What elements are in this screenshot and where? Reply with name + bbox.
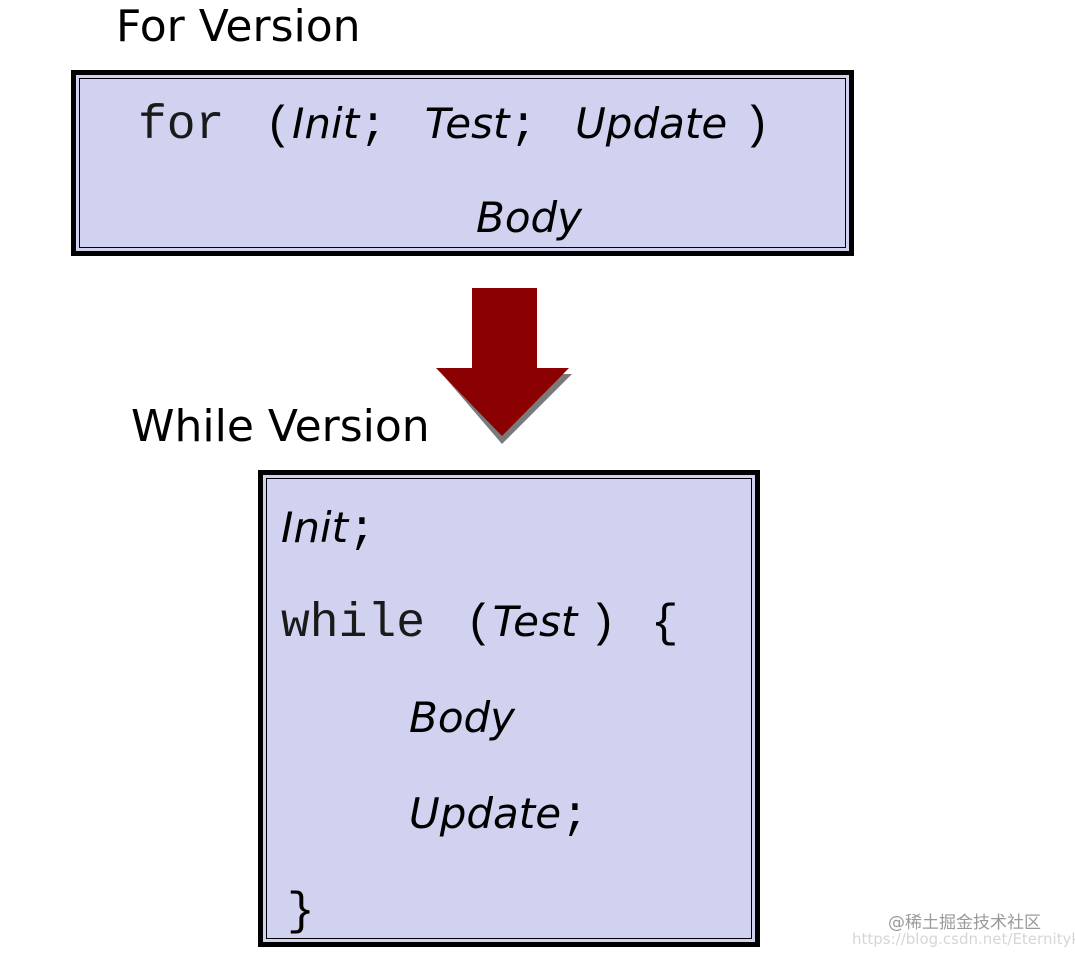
watermark-url: https://blog.csdn.net/Eternitykc (852, 930, 1075, 948)
for-body: Body (476, 193, 583, 242)
while-body: Body (409, 693, 516, 742)
while-init-semicolon: ; (348, 504, 376, 556)
for-open-paren: ( (264, 100, 293, 152)
for-update: Update (575, 99, 728, 148)
while-close-brace: } (287, 886, 315, 938)
while-test: Test (492, 597, 578, 646)
while-body-line: Body (409, 693, 515, 739)
for-semicolon-1: ; (359, 100, 387, 152)
for-semicolon-2: ; (509, 100, 538, 152)
while-header-line: while (Test) { (281, 597, 679, 648)
while-keyword: while (281, 597, 426, 651)
for-test: Test (424, 99, 510, 148)
while-init: Init (281, 503, 349, 552)
while-update-line: Update; (409, 789, 589, 842)
for-close-paren: ) (743, 100, 771, 152)
for-body-line: Body (476, 193, 582, 239)
for-version-heading: For Version (116, 1, 361, 52)
down-arrow-shape (436, 288, 569, 436)
while-update: Update (409, 789, 562, 838)
for-keyword: for (138, 99, 225, 153)
while-version-code-box: Init; while (Test) { Body Update; } (258, 470, 760, 947)
while-init-line: Init; (281, 503, 376, 556)
for-init: Init (292, 99, 360, 148)
while-open-paren: ( (465, 598, 493, 650)
down-arrow-icon (436, 288, 572, 444)
for-header-line: for(Init;Test;Update) (138, 99, 771, 150)
while-close-paren: ) (589, 598, 617, 650)
while-version-heading: While Version (131, 401, 430, 452)
watermark-text: @稀土掘金技术社区 (888, 913, 1041, 933)
while-update-semicolon: ; (561, 790, 589, 842)
while-open-brace: { (650, 598, 679, 650)
while-close-brace-line: } (287, 885, 315, 935)
for-version-code-box: for(Init;Test;Update) Body (71, 70, 854, 256)
